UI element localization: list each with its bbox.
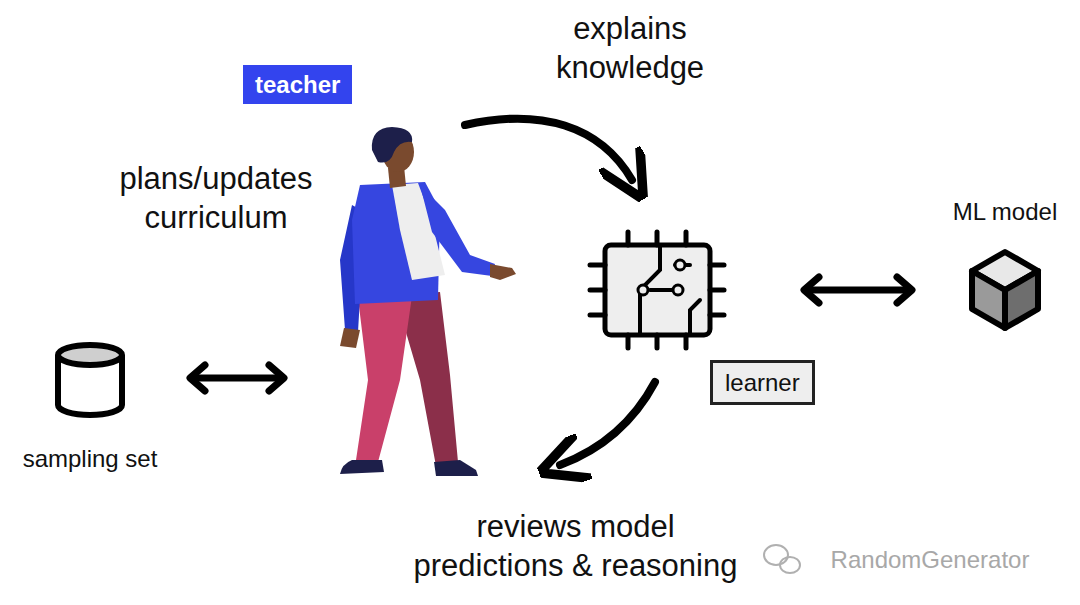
database-icon (58, 345, 122, 415)
explain-arrow (465, 119, 632, 180)
node-label: teacher (255, 69, 340, 100)
arrow-label: reviews model predictions & reasoning (403, 508, 748, 586)
cube-icon (972, 252, 1038, 328)
arrow-label: plans/updates curriculum (96, 160, 336, 238)
icon-caption: ML model (925, 197, 1080, 227)
chip-icon (590, 232, 724, 348)
watermark: RandomGenerator (805, 545, 1055, 575)
review-arrow (560, 382, 655, 465)
icon-caption: sampling set (0, 444, 180, 474)
role-tag: teacher (243, 65, 352, 104)
arrow-label: explains knowledge (525, 10, 735, 88)
node-label: learner (725, 367, 800, 398)
role-tag: learner (710, 360, 815, 405)
teacher-figure (340, 127, 516, 476)
wechat-icon (764, 545, 800, 573)
